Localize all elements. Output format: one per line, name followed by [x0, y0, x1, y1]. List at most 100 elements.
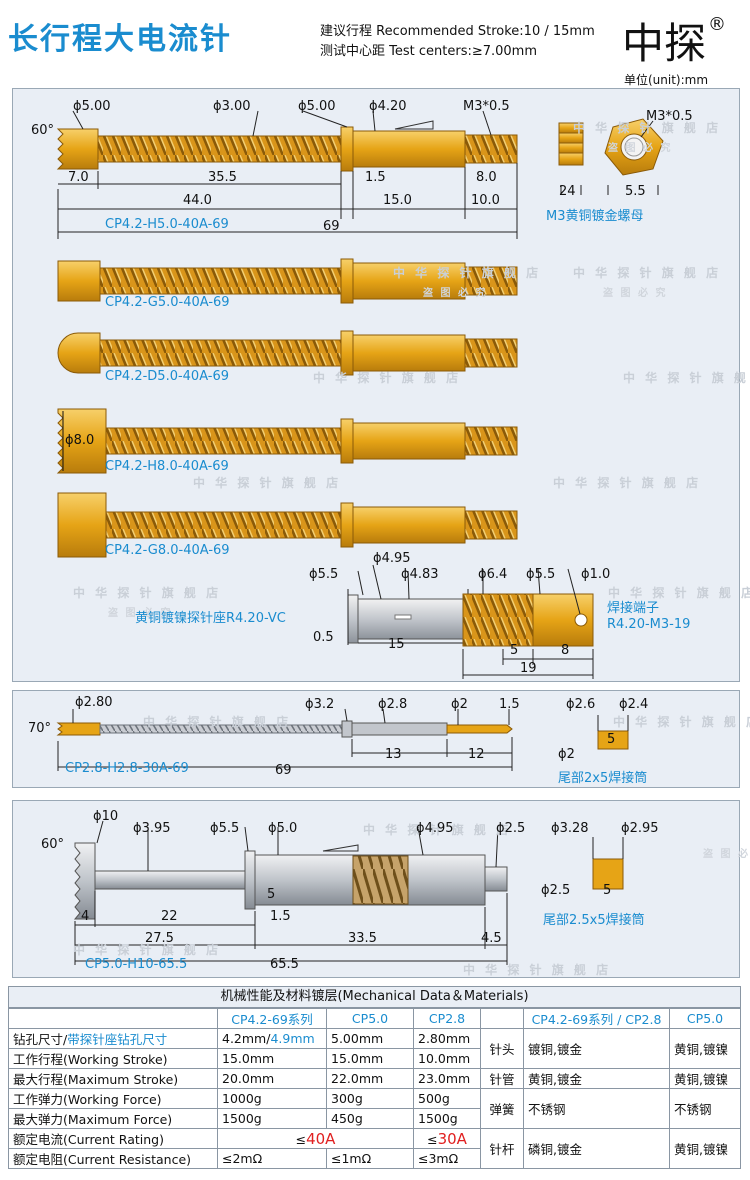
probe-d50: [57, 330, 518, 376]
table-row: 工作行程(Working Stroke) 15.0mm 15.0mm 10.0m…: [8, 1048, 741, 1069]
dim-label: 35.5: [208, 170, 237, 185]
probe-name: CP4.2-D5.0-40A-69: [105, 369, 230, 384]
watermark: 中 华 探 针 旗 舰 店: [573, 121, 722, 135]
probe-name: CP4.2-H8.0-40A-69: [105, 459, 229, 474]
dim-label: 1.5: [270, 909, 291, 924]
dim-label: ϕ2.8: [378, 697, 408, 712]
dim-label: 4.5: [481, 931, 502, 946]
dim-label: ϕ2.6: [566, 697, 596, 712]
dim-label: ϕ4.95: [416, 821, 454, 836]
dim-label: 5: [607, 732, 616, 747]
table-row: 额定电阻(Current Resistance) ≤2mΩ ≤1mΩ ≤3mΩ: [8, 1148, 741, 1169]
dim-label: 4: [81, 909, 90, 924]
watermark: 中 华 探 针 旗 舰 店: [73, 586, 222, 600]
unit-text: 单位(unit):mm: [624, 73, 709, 87]
dim-label: ϕ5.00: [73, 99, 111, 114]
probe-name: CP4.2-G5.0-40A-69: [105, 295, 230, 310]
dim-label: 10.0: [471, 193, 500, 208]
watermark: 中 华 探 针 旗 舰 店: [553, 476, 702, 490]
watermark: 中 华 探 针 旗 舰 店: [608, 586, 750, 600]
overall-length: 69: [323, 219, 340, 234]
watermark-sub: 盗 图 必 究: [603, 288, 668, 299]
watermark: 中 华 探 针 旗 舰 店: [363, 823, 512, 837]
dim-label: ϕ5.5: [210, 821, 240, 836]
centers-text: 测试中心距 Test centers:≥7.00mm: [320, 44, 538, 59]
angle-label: 60°: [31, 123, 55, 138]
tube-label: 尾部2.5x5焊接筒: [543, 913, 645, 928]
watermark-sub: 盗 图 必 究: [423, 288, 488, 299]
dim-label: ϕ4.95: [373, 551, 411, 566]
dim-label: ϕ5.0: [268, 821, 298, 836]
spec-table-header: 机械性能及材料镀层(Mechanical Data＆Materials): [8, 986, 741, 1008]
dim-label: ϕ10: [93, 809, 119, 824]
material-part: 针杆: [480, 1128, 524, 1169]
table-title: 机械性能及材料镀层(Mechanical Data＆Materials): [9, 987, 740, 1008]
nut-thread: M3*0.5: [646, 109, 693, 124]
watermark: 中 华 探 针 旗 舰 店: [573, 266, 722, 280]
dim-label: 33.5: [348, 931, 377, 946]
probe-name: CP5.0-H10-65.5: [85, 957, 188, 972]
table-row: 最大弹力(Maximum Force) 1500g 450g 1500g: [8, 1108, 741, 1129]
dim-label: ϕ1.0: [581, 567, 611, 582]
dim-label: 5: [510, 643, 519, 658]
terminal-label: 焊接端子: [607, 601, 660, 616]
dim-label: ϕ8.0: [65, 433, 95, 448]
cp28-drawing: [56, 708, 629, 771]
cp42-drawing: [56, 110, 664, 679]
dim-label: ϕ4.83: [401, 567, 439, 582]
probe-name: CP2.8-H2.8-30A-69: [65, 761, 189, 776]
dim-label: M3*0.5: [463, 99, 510, 114]
dim-label: ϕ5.5: [309, 567, 339, 582]
dim-label: 15.0: [383, 193, 412, 208]
dim-label: 0.5: [313, 630, 334, 645]
socket-label: 黄铜镀镍探针座R4.20-VC: [135, 611, 286, 626]
watermark: 中 华 探 针 旗 舰 店: [393, 266, 542, 280]
watermark-sub: 盗 图 必 究: [108, 608, 173, 619]
overall-length: 65.5: [270, 957, 299, 972]
probe-h80: [56, 408, 518, 474]
watermark: 中 华 探 针 旗 舰 店: [463, 963, 612, 977]
cp28-dimension-lines: [57, 708, 513, 771]
dim-label: ϕ2.4: [619, 697, 649, 712]
angle-label: 60°: [41, 837, 65, 852]
brand-logo: 中探®: [622, 14, 727, 68]
table-row: 钻孔尺寸/带探针座钻孔尺寸 4.2mm/4.9mm 5.00mm 2.80mm …: [8, 1028, 741, 1069]
dim-label: ϕ2.95: [621, 821, 659, 836]
col-header: CP5.0: [326, 1008, 414, 1029]
dim-label: 19: [520, 661, 537, 676]
dim-label: ϕ5.00: [298, 99, 336, 114]
dim-label: 5: [603, 883, 612, 898]
solder-tube-25x5: [592, 837, 624, 890]
probe-h50: [56, 120, 518, 172]
col-header: CP5.0: [669, 1008, 741, 1029]
dim-label: ϕ2.5: [541, 883, 571, 898]
dim-label: 13: [385, 747, 402, 762]
dim-label: ϕ2.80: [75, 695, 113, 710]
dim-label: ϕ5.5: [526, 567, 556, 582]
probe-name: CP4.2-H5.0-40A-69: [105, 217, 229, 232]
m3-nut: [558, 118, 664, 176]
dim-label: 1.5: [365, 170, 386, 185]
probe-cp28: [56, 720, 513, 738]
panel-cp50: 中 华 探 针 旗 舰 店 中 华 探 针 旗 舰 店 中 华 探 针 旗 舰 …: [12, 800, 750, 978]
nut-label: M3黄铜镀金螺母: [546, 209, 644, 224]
table-row: CP4.2-69系列 CP5.0 CP2.8 CP4.2-69系列 / CP2.…: [8, 1008, 741, 1029]
dim-label: ϕ3.95: [133, 821, 171, 836]
spec-table: CP4.2-69系列 CP5.0 CP2.8 CP4.2-69系列 / CP2.…: [8, 1008, 741, 1169]
dim-label: ϕ2.5: [496, 821, 526, 836]
dim-label: 1.5: [499, 697, 520, 712]
dim-label: 12: [468, 747, 485, 762]
overall-length: 69: [275, 763, 292, 778]
watermark-sub: 盗 图 必 究: [703, 849, 750, 860]
stroke-text: 建议行程 Recommended Stroke:10 / 15mm: [320, 24, 595, 39]
material-part: 针头: [480, 1028, 524, 1069]
probe-g50: [57, 258, 518, 304]
table-row: 工作弹力(Working Force) 1000g 300g 500g 弹簧 不…: [8, 1088, 741, 1129]
material-part: 弹簧: [480, 1088, 524, 1129]
dimension-lines: [57, 110, 659, 239]
dim-label: 8: [561, 643, 570, 658]
probe-g80: [57, 492, 518, 558]
col-header: CP4.2-69系列 / CP2.8: [523, 1008, 670, 1029]
watermark: 中 华 探 针 旗 舰 店: [623, 371, 750, 385]
dim-label: ϕ6.4: [478, 567, 508, 582]
